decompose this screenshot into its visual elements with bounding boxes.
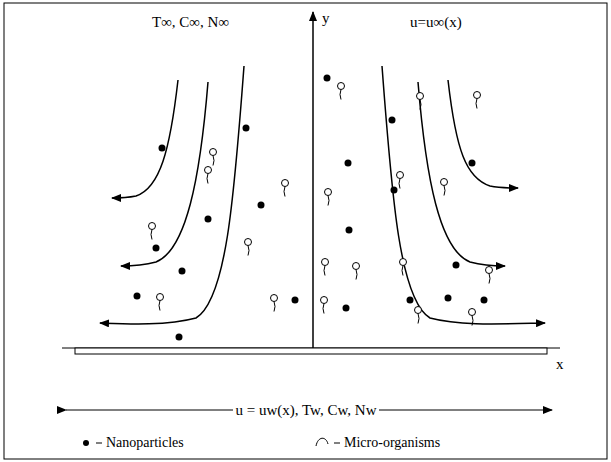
micro-organism [149,223,156,240]
micro-organism [282,180,289,197]
axis-label: u=u∞(x) [408,14,464,31]
nanoparticle [205,216,212,223]
micro-organism [474,92,481,109]
nanoparticle [345,160,352,167]
micro-organism [397,172,404,189]
axis-label: x [554,356,566,373]
nanoparticle [159,145,166,152]
nanoparticle [481,297,488,304]
micro-organism [322,259,329,276]
nanoparticle [258,202,265,209]
micro-organism [157,294,164,311]
nanoparticle [176,334,183,341]
legend-text: Nanoparticles [106,435,184,450]
nanoparticle [391,187,398,194]
micro-organism [353,263,360,280]
micro-organisms [149,83,493,326]
legend-dash [334,443,340,444]
axis-label: u = uw(x), Tw, Cw, Nw [233,402,378,419]
micro-organism [210,149,217,166]
nanoparticle [445,295,452,302]
nanoparticle [469,160,476,167]
micro-organism [415,307,422,324]
nanoparticle [134,293,141,300]
axis-label: T∞, C∞, N∞ [150,14,231,31]
micro-organism [325,189,332,206]
nanoparticle [243,125,250,132]
micro-organism [441,179,448,196]
micro-organism [417,93,424,110]
nanoparticle [453,262,460,269]
nanoparticle [292,297,299,304]
micro-organism [400,259,407,276]
micro-organism [205,167,212,184]
frame [4,3,607,459]
micro-organism [486,267,493,284]
stretching-sheet [75,348,547,354]
micro-organism [321,297,328,314]
y-axis [312,12,314,349]
micro-organism [338,83,345,100]
nanoparticle [407,297,414,304]
legend-microbe [316,438,328,446]
micro-organism [469,309,476,326]
nanoparticle [389,117,396,124]
nanoparticles [134,75,488,341]
micro-organism [271,295,278,312]
legend-text: Micro-organisms [344,435,440,450]
legend-dot [83,440,89,446]
nanoparticle [179,268,186,275]
legend-dash [96,443,102,444]
nanoparticle [343,305,350,312]
nanoparticle [324,75,331,82]
micro-organism [245,239,252,256]
nanoparticle [346,227,353,234]
streamlines [100,66,545,324]
nanoparticle [153,245,160,252]
axis-label: y [320,10,332,27]
